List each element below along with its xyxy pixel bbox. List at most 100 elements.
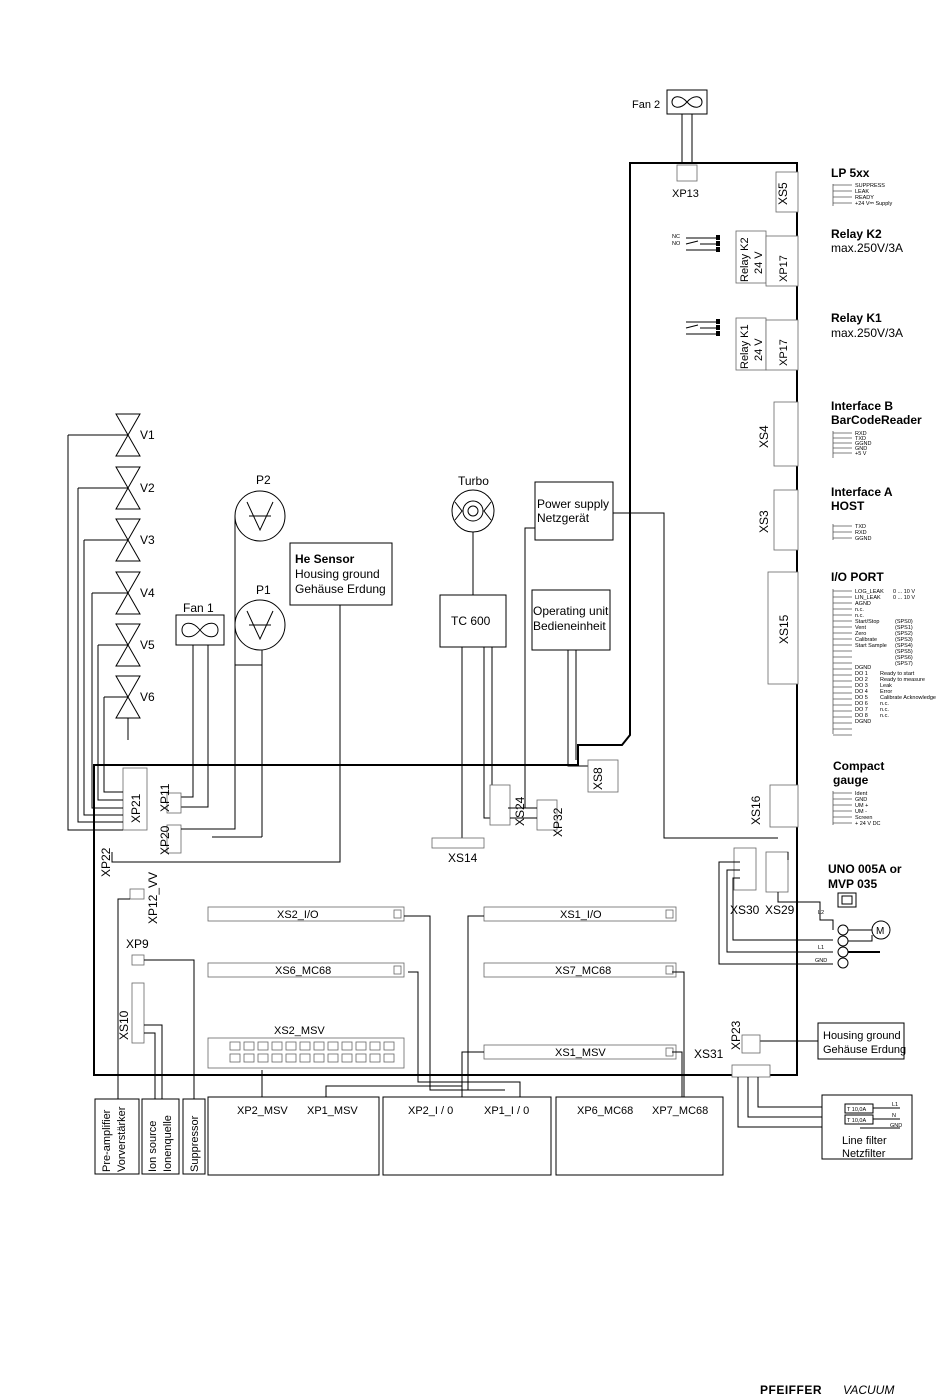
relay-k1-coil: Relay K1 [739,324,751,369]
xs3-label: XS3 [757,510,771,533]
xs31-label: XS31 [694,1047,724,1061]
svg-text:n.c.: n.c. [880,707,889,713]
svg-text:L2: L2 [818,910,824,916]
svg-text:+24 V⎓ Supply: +24 V⎓ Supply [855,201,893,207]
svg-text:L1: L1 [892,1102,898,1108]
valve-label: V3 [140,533,155,547]
fan2: Fan 2 XP13 [632,89,708,200]
svg-text:Ionenquelle: Ionenquelle [162,1115,174,1172]
svg-text:DGND: DGND [855,719,871,725]
xs5-label: XS5 [776,182,790,205]
interface-a-pins: TXD RXD GGND [832,524,872,542]
xs29-label: XS29 [765,903,795,917]
xs4-connector: XS4 [757,401,799,467]
svg-text:GND: GND [890,1123,902,1129]
relay-k2-coil: Relay K2 [739,237,751,282]
board-label: XS1_I/O [560,909,602,921]
fan-icon [671,96,703,108]
he-sensor: He Sensor Housing ground Gehäuse Erdung [111,542,393,863]
svg-text:(SPS1): (SPS1) [895,625,913,631]
valve-label: V5 [140,638,155,652]
svg-text:Zero: Zero [855,631,866,637]
svg-text:DO 7: DO 7 [855,707,868,713]
xs16-label: XS16 [749,795,763,825]
svg-text:+5 V: +5 V [855,451,867,457]
pump-p2: P2 [234,473,286,666]
svg-text:GGND: GGND [855,536,872,542]
xp32-label: XP32 [551,807,565,837]
svg-text:RXD: RXD [855,530,867,536]
svg-text:UM +: UM + [855,803,868,809]
svg-text:GND: GND [855,797,867,803]
svg-text:(SPS2): (SPS2) [895,631,913,637]
svg-text:DO 5: DO 5 [855,695,868,701]
svg-text:NC: NC [672,234,680,240]
fan1-label: Fan 1 [183,601,214,615]
valve-v4: V4 [92,571,155,615]
svg-text:(SPS7): (SPS7) [895,661,913,667]
svg-text:(SPS0): (SPS0) [895,619,913,625]
svg-text:Netzfilter: Netzfilter [842,1148,886,1160]
xp17-k2-label: XP17 [778,255,790,282]
io-box: XP2_I / 0 XP1_I / 0 [382,1096,552,1176]
valve-icon [115,623,141,667]
uno-title: UNO 005A or [828,862,902,876]
svg-text:Ion source: Ion source [147,1121,159,1172]
svg-text:M: M [876,926,884,937]
line-filter: T 10,0A T 10,0A L1 N GND Line filter Net… [821,1094,913,1160]
svg-text:LEAK: LEAK [855,189,869,195]
svg-text:(SPS6): (SPS6) [895,655,913,661]
svg-text:max.250V/3A: max.250V/3A [831,241,903,255]
svg-text:VACUUM: VACUUM [843,1383,894,1397]
xs14-label: XS14 [448,851,478,865]
svg-text:AGND: AGND [855,601,871,607]
preamp-box: Pre-amplifier Vorverstärker [94,1098,140,1175]
xs3-connector: XS3 [757,489,799,551]
xp11-connector: XP11 [158,783,182,814]
svg-text:XP2_MSV: XP2_MSV [237,1105,288,1117]
mc68-box: XP6_MC68 XP7_MC68 [555,1096,724,1176]
xp17-k1-label: XP17 [778,339,790,366]
svg-text:0 ... 10 V: 0 ... 10 V [893,589,915,595]
svg-text:He Sensor: He Sensor [295,552,355,566]
svg-text:Error: Error [880,689,892,695]
relay-k1-title: Relay K1 [831,311,882,325]
svg-text:Calibrate Acknowledge: Calibrate Acknowledge [880,695,936,701]
svg-text:Start Sample: Start Sample [855,643,887,649]
valve-v5: V5 [98,623,155,667]
valve-icon [115,571,141,615]
fan-icon [181,622,219,638]
svg-text:GND: GND [855,446,867,452]
svg-text:L1: L1 [818,945,824,951]
xs14-connector: XS14 [431,837,485,865]
xp12vv-label: XP12_VV [146,872,160,924]
svg-text:BarCodeReader: BarCodeReader [831,413,922,427]
svg-text:N: N [892,1113,896,1119]
valve-v6: V6 [104,675,155,719]
svg-text:max.250V/3A: max.250V/3A [831,326,903,340]
svg-text:Screen: Screen [855,815,872,821]
svg-text:PFEIFFER: PFEIFFER [760,1383,822,1397]
lp5xx-pins: SUPPRESS LEAK READY +24 V⎓ Supply [832,183,893,207]
svg-text:24 V: 24 V [753,251,765,274]
svg-text:(SPS4): (SPS4) [895,643,913,649]
xs4-label: XS4 [757,425,771,448]
io-port-pins: LOG_LEAK LIN_LEAK AGND n.c. n.c. Start/S… [832,589,936,736]
interface-b-title: Interface B [831,399,893,413]
valve-label: V6 [140,690,155,704]
svg-text:Netzgerät: Netzgerät [537,511,590,525]
board-label: XS2_MSV [274,1025,325,1037]
xp9-label: XP9 [126,937,149,951]
power-supply: Power supply Netzgerät [508,481,778,839]
board-xs1-io: XS1_I/O [483,906,677,922]
xs10-label: XS10 [117,1010,131,1040]
xs24-label: XS24 [513,796,527,826]
svg-text:Ready to start: Ready to start [880,671,915,677]
svg-text:Start/Stop: Start/Stop [855,619,879,625]
svg-text:Operating unit: Operating unit [533,604,609,618]
svg-text:UM -: UM - [855,809,867,815]
svg-text:XP7_MC68: XP7_MC68 [652,1105,708,1117]
xp11-label: XP11 [158,783,172,812]
svg-text:Calibrate: Calibrate [855,637,877,643]
